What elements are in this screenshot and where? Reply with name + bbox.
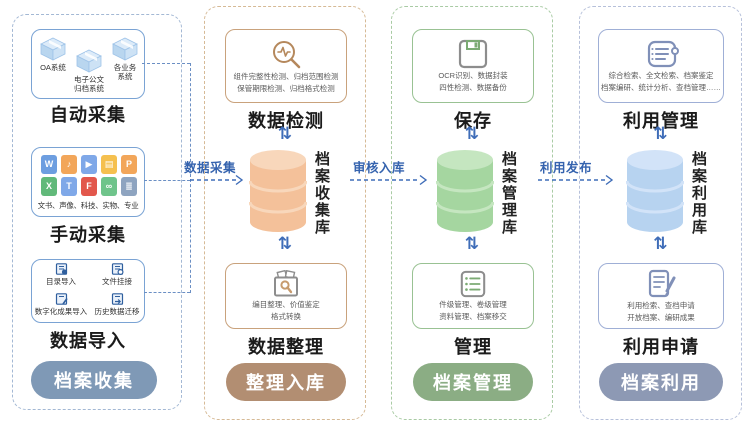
archive-categories-caption: 文书、声像、科技、实物、专业 xyxy=(37,201,139,210)
utilization-db-label: 档案利用库 xyxy=(690,151,707,236)
digitized-import-label: 数字化成果导入 xyxy=(34,307,88,316)
section-title-data-import: 数据导入 xyxy=(50,331,126,351)
save-details-line1: OCR识别、数据封装 xyxy=(438,70,508,80)
sync-arrows-icon: ⇅ xyxy=(277,234,293,253)
doc-pencil-icon xyxy=(648,269,676,297)
manage-box: 件级管理、卷级管理 资料管理、档案移交 xyxy=(412,263,534,329)
file-type-grid: W ♪ ▶ ▤ P X T F ∞ ≣ xyxy=(37,153,141,197)
panel-archive-collection: OA系统 电子公文 归档系统 各业务 系统 自动采集 W ♪ ▶ ▤ P X T… xyxy=(12,14,182,410)
list-icon xyxy=(460,270,486,297)
utilization-apply-box: 利用检索、查档申请 开放档案、编研成果 xyxy=(598,263,724,329)
list-file-icon: ≣ xyxy=(121,176,137,196)
flow-label-utilization-publish: 利用发布 xyxy=(540,161,593,175)
manual-collect-box: W ♪ ▶ ▤ P X T F ∞ ≣ 文书、声像、科技、实物、专业 xyxy=(31,147,145,217)
utilization-management-details-line1: 综合检索、全文检索、档案鉴定 xyxy=(608,70,714,80)
history-migration-item: 历史数据迁移 xyxy=(89,293,145,317)
sync-arrows-icon: ⇅ xyxy=(653,234,668,253)
floppy-disk-icon xyxy=(458,39,488,68)
history-migration-label: 历史数据迁移 xyxy=(94,307,140,316)
panel-organize-store: 组件完整性检测、归档范围检测 保管期限检测、归档格式检测 数据检测 ⇅ 档案收集… xyxy=(204,6,366,420)
badge-archive-utilization: 档案利用 xyxy=(599,363,723,401)
collection-db-cylinder xyxy=(249,150,307,232)
catalog-import-item: 目录导入 xyxy=(33,263,89,287)
flow-arrow-data-collect xyxy=(190,174,244,186)
data-import-box: 目录导入 文件挂接 数字化成果导入 xyxy=(31,259,145,323)
utilization-apply-details-line2: 开放档案、编研成果 xyxy=(627,313,695,322)
connector-manual-collect xyxy=(144,180,190,181)
file-link-icon xyxy=(111,263,123,275)
auto-collect-box: OA系统 电子公文 归档系统 各业务 系统 xyxy=(31,29,145,99)
section-title-auto-collect: 自动采集 xyxy=(50,105,126,125)
utilization-apply-details-line1: 利用检索、查档申请 xyxy=(627,300,695,310)
file-link-item: 文件挂接 xyxy=(89,263,145,287)
edoc-system-crate-icon xyxy=(76,49,102,73)
digitized-import-icon xyxy=(55,293,68,305)
flow-arrow-review-store xyxy=(350,174,428,186)
data-organize-details-line2: 格式转换 xyxy=(271,312,301,321)
magnifier-pulse-icon xyxy=(273,40,301,68)
business-system-label: 各业务 系统 xyxy=(113,63,137,81)
sync-arrows-icon: ⇅ xyxy=(277,124,293,143)
panel-archive-management: OCR识别、数据封装 四性检测、数据备份 保存 ⇅ 档案管理库 ⇅ 件级管理、卷… xyxy=(391,6,553,420)
connector-data-import xyxy=(144,292,190,293)
toolbox-icon xyxy=(274,269,298,296)
sync-arrows-icon: ⇅ xyxy=(653,124,668,143)
save-details-line2: 四性检测、数据备份 xyxy=(439,83,507,92)
ppt-file-icon: P xyxy=(121,154,137,174)
business-system-crate-icon xyxy=(112,37,138,61)
badge-archive-collection: 档案收集 xyxy=(31,361,157,399)
badge-organize-store: 整理入库 xyxy=(226,363,346,401)
manage-details-line2: 资料管理、档案移交 xyxy=(439,312,507,321)
data-organize-box: 编目整理、价值鉴定 格式转换 xyxy=(225,263,347,329)
catalog-import-icon xyxy=(55,263,67,275)
pdf-file-icon: F xyxy=(81,176,97,196)
sync-arrows-icon: ⇅ xyxy=(464,234,480,253)
digitized-import-item: 数字化成果导入 xyxy=(33,293,89,317)
sync-arrows-icon: ⇅ xyxy=(464,124,480,143)
notebook-icon xyxy=(647,40,679,67)
image-file-icon: ▤ xyxy=(101,154,117,174)
management-db-label: 档案管理库 xyxy=(500,151,517,236)
excel-file-icon: X xyxy=(41,176,57,196)
data-organize-details-line1: 编目整理、价值鉴定 xyxy=(252,299,320,309)
connector-auto-collect xyxy=(142,63,190,64)
text-file-icon: T xyxy=(61,176,77,196)
section-title-data-organize: 数据整理 xyxy=(248,337,324,357)
utilization-management-box: 综合检索、全文检索、档案鉴定 档案编研、统计分析、查档管理…… xyxy=(598,29,724,103)
flow-arrow-utilization-publish xyxy=(538,174,614,186)
section-title-data-check: 数据检测 xyxy=(248,111,324,131)
file-link-label: 文件挂接 xyxy=(102,277,132,286)
catalog-import-label: 目录导入 xyxy=(46,277,76,286)
section-title-manual-collect: 手动采集 xyxy=(50,225,126,245)
oa-system-label: OA系统 xyxy=(40,63,66,72)
save-box: OCR识别、数据封装 四性检测、数据备份 xyxy=(412,29,534,103)
badge-archive-management: 档案管理 xyxy=(413,363,533,401)
flow-label-data-collect: 数据采集 xyxy=(184,161,237,175)
manage-details-line1: 件级管理、卷级管理 xyxy=(439,299,507,309)
utilization-management-details-line2: 档案编研、统计分析、查档管理…… xyxy=(601,83,721,92)
audio-file-icon: ♪ xyxy=(61,154,77,174)
section-title-utilization-apply: 利用申请 xyxy=(623,337,699,357)
utilization-db-cylinder xyxy=(626,150,684,232)
management-db-cylinder xyxy=(436,150,494,232)
edoc-system-label: 电子公文 归档系统 xyxy=(74,75,104,93)
link-file-icon: ∞ xyxy=(101,176,117,196)
connector-collect-vertical xyxy=(190,63,191,293)
video-file-icon: ▶ xyxy=(81,154,97,174)
collection-db-label: 档案收集库 xyxy=(313,151,330,236)
panel-archive-utilization: 综合检索、全文检索、档案鉴定 档案编研、统计分析、查档管理…… 利用管理 ⇅ 档… xyxy=(579,6,742,420)
data-check-details-line1: 组件完整性检测、归档范围检测 xyxy=(233,71,339,81)
section-title-utilization-management: 利用管理 xyxy=(623,111,699,131)
section-title-manage: 管理 xyxy=(454,337,492,357)
data-check-details-line2: 保管期限检测、归档格式检测 xyxy=(237,84,335,93)
history-migration-icon xyxy=(111,293,123,305)
data-check-box: 组件完整性检测、归档范围检测 保管期限检测、归档格式检测 xyxy=(225,29,347,103)
word-file-icon: W xyxy=(41,154,57,174)
section-title-save: 保存 xyxy=(454,111,492,131)
oa-system-crate-icon xyxy=(40,37,66,61)
